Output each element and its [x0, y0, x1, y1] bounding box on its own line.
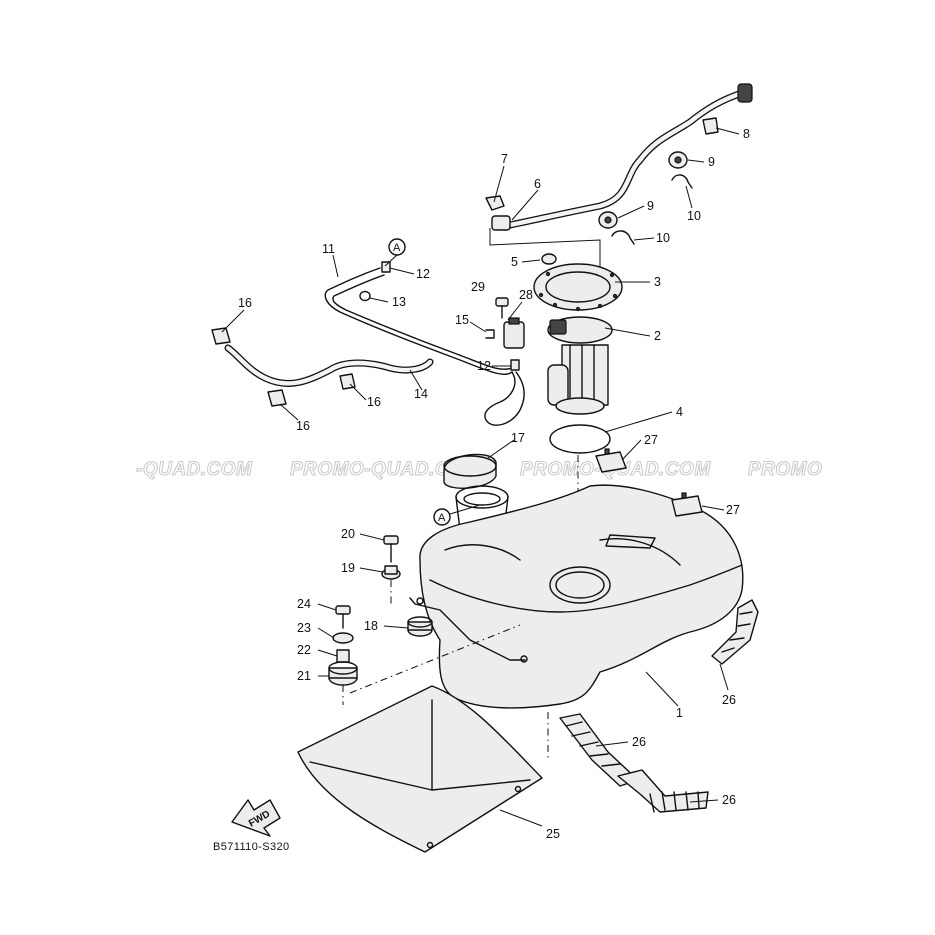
- callout-20: 20: [341, 527, 355, 541]
- fuel-hose-14: [224, 344, 434, 387]
- reference-marker-a: A: [433, 504, 481, 526]
- gasket-4: [549, 424, 611, 454]
- assembly-bracket-line: [489, 228, 601, 290]
- bolt-24: [335, 605, 351, 629]
- fuel-tank-1: [409, 484, 744, 709]
- washer-23: [332, 632, 354, 644]
- hose-fitting-12: [381, 261, 391, 273]
- clamp-16: [267, 389, 287, 407]
- callout-10: 10: [656, 231, 670, 245]
- pad-26: [617, 769, 709, 813]
- cap-5: [541, 253, 557, 265]
- callout-numbers: 1 2 3 4 5 6 7 8 9 9 10 10 11 12 12 13 14…: [238, 127, 750, 841]
- watermark-group: -QUAD.COM PROMO-QUAD.COM PROMO-QUAD.COM …: [136, 459, 823, 481]
- clip-8: [702, 117, 719, 135]
- callout-5: 5: [511, 255, 518, 269]
- grommet-9-hole: [674, 156, 682, 164]
- callout-27: 27: [726, 503, 740, 517]
- retaining-ring-3: [533, 263, 623, 312]
- callout-16: 16: [367, 395, 381, 409]
- grommet-9-hole: [604, 216, 612, 224]
- damper-18: [407, 616, 433, 637]
- assembly-line: [349, 624, 521, 694]
- callout-8: 8: [743, 127, 750, 141]
- diagram-code: B571110-S320: [213, 841, 290, 853]
- callout-12: 12: [477, 359, 491, 373]
- clamp-10: [671, 174, 693, 189]
- watermark-text: PROMO: [748, 459, 822, 480]
- callout-25: 25: [546, 827, 560, 841]
- leader-lines: [221, 127, 740, 827]
- callout-28: 28: [519, 288, 533, 302]
- callout-22: 22: [297, 643, 311, 657]
- forward-arrow-icon: FWD: [231, 799, 281, 837]
- callout-16: 16: [296, 419, 310, 433]
- callout-26: 26: [722, 693, 736, 707]
- connector-27: [595, 448, 627, 473]
- protector-plate-25: [297, 685, 543, 853]
- pad-26: [711, 599, 759, 665]
- hose-clip-13: [359, 290, 371, 302]
- hose-start-connector: [491, 215, 511, 231]
- fuel-pump-assembly-2: [547, 316, 613, 415]
- damper-21: [328, 661, 358, 686]
- bolt-20: [383, 535, 399, 563]
- callout-13: 13: [392, 295, 406, 309]
- callout-9: 9: [708, 155, 715, 169]
- callout-23: 23: [297, 621, 311, 635]
- callout-3: 3: [654, 275, 661, 289]
- reference-marker-a: A: [384, 238, 406, 267]
- watermark-text: -QUAD.COM: [136, 459, 253, 480]
- reference-marker-label: A: [393, 242, 401, 254]
- callout-15: 15: [455, 313, 469, 327]
- fuel-hose-6: [491, 83, 753, 231]
- callout-14: 14: [414, 387, 428, 401]
- callout-2: 2: [654, 329, 661, 343]
- collar-19: [381, 565, 401, 580]
- breather-hose-11: [324, 267, 525, 426]
- callout-26: 26: [722, 793, 736, 807]
- clip-15: [485, 329, 495, 339]
- callout-1: 1: [676, 706, 683, 720]
- callout-4: 4: [676, 405, 683, 419]
- callout-16: 16: [238, 296, 252, 310]
- callout-6: 6: [534, 177, 541, 191]
- watermark-text: PROMO-QUAD.COM: [290, 459, 481, 480]
- callout-17: 17: [511, 431, 525, 445]
- callout-9: 9: [647, 199, 654, 213]
- callout-24: 24: [297, 597, 311, 611]
- callout-19: 19: [341, 561, 355, 575]
- connector-27: [671, 492, 703, 517]
- callout-26: 26: [632, 735, 646, 749]
- callout-18: 18: [364, 619, 378, 633]
- hose-fitting-12: [510, 359, 520, 371]
- callout-29: 29: [471, 280, 485, 294]
- callout-21: 21: [297, 669, 311, 683]
- callout-12: 12: [416, 267, 430, 281]
- filler-cap-17: [443, 453, 497, 489]
- callout-7: 7: [501, 152, 508, 166]
- valve-28: [503, 317, 525, 349]
- callout-11: 11: [322, 242, 335, 256]
- callout-10: 10: [687, 209, 701, 223]
- reference-marker-label: A: [438, 512, 446, 524]
- collar-22: [336, 649, 350, 663]
- clamp-10: [611, 230, 635, 245]
- hose-end-connector: [737, 83, 753, 103]
- clamp-16: [211, 327, 231, 345]
- callout-27: 27: [644, 433, 658, 447]
- bolt-29: [495, 297, 509, 319]
